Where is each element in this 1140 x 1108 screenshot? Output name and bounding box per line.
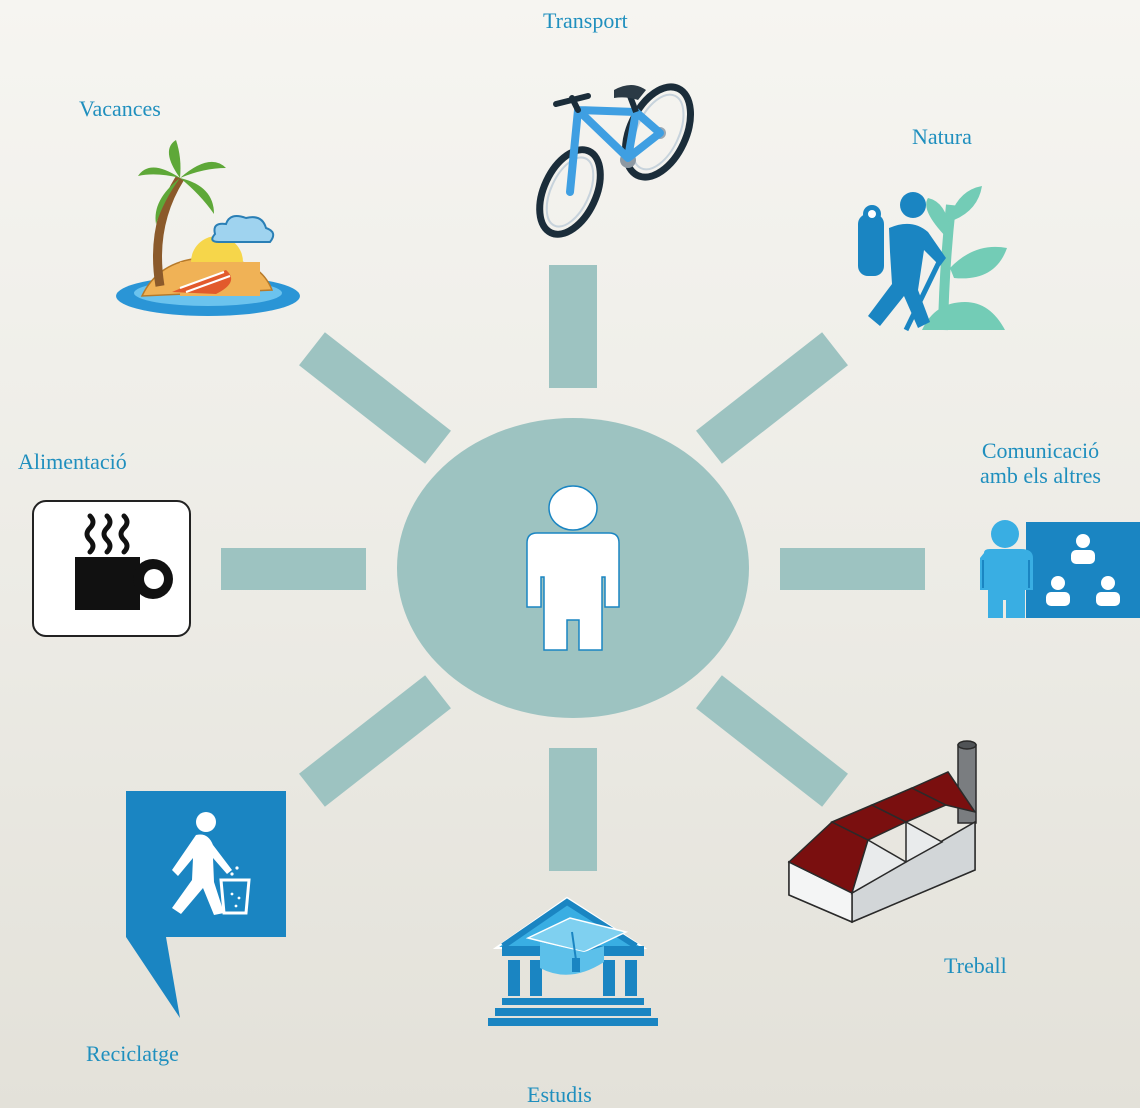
label-treball: Treball xyxy=(944,953,1007,978)
label-transport: Transport xyxy=(543,8,628,33)
spoke-left xyxy=(221,548,366,590)
spoke-right xyxy=(780,548,925,590)
label-reciclatge: Reciclatge xyxy=(86,1041,179,1066)
hiker-plant-icon xyxy=(858,186,1007,332)
person-icon xyxy=(526,485,620,651)
spoke-top-left xyxy=(299,332,451,464)
label-comunicacio-line-1: Comunicació xyxy=(981,438,1100,463)
spoke-top xyxy=(549,265,597,388)
label-vacances: Vacances xyxy=(79,96,161,121)
coffee-cup-icon xyxy=(32,500,191,637)
label-alimentacio: Alimentació xyxy=(18,449,127,474)
island-icon xyxy=(116,140,300,316)
spoke-top-right xyxy=(696,332,848,464)
spokes xyxy=(221,265,925,871)
university-icon xyxy=(488,896,658,1026)
label-estudis: Estudis xyxy=(527,1082,592,1107)
label-comunicacio: Comunicació amb els altres xyxy=(980,438,1101,488)
spoke-bottom xyxy=(549,748,597,871)
spoke-bottom-right xyxy=(696,675,848,807)
spoke-bottom-left xyxy=(299,675,451,807)
label-comunicacio-line-2: amb els altres xyxy=(980,463,1101,488)
label-natura: Natura xyxy=(912,124,972,149)
recycle-bin-icon xyxy=(126,791,286,1018)
factory-icon xyxy=(787,740,977,924)
group-meeting-icon xyxy=(980,520,1140,618)
bicycle-icon xyxy=(536,83,694,238)
